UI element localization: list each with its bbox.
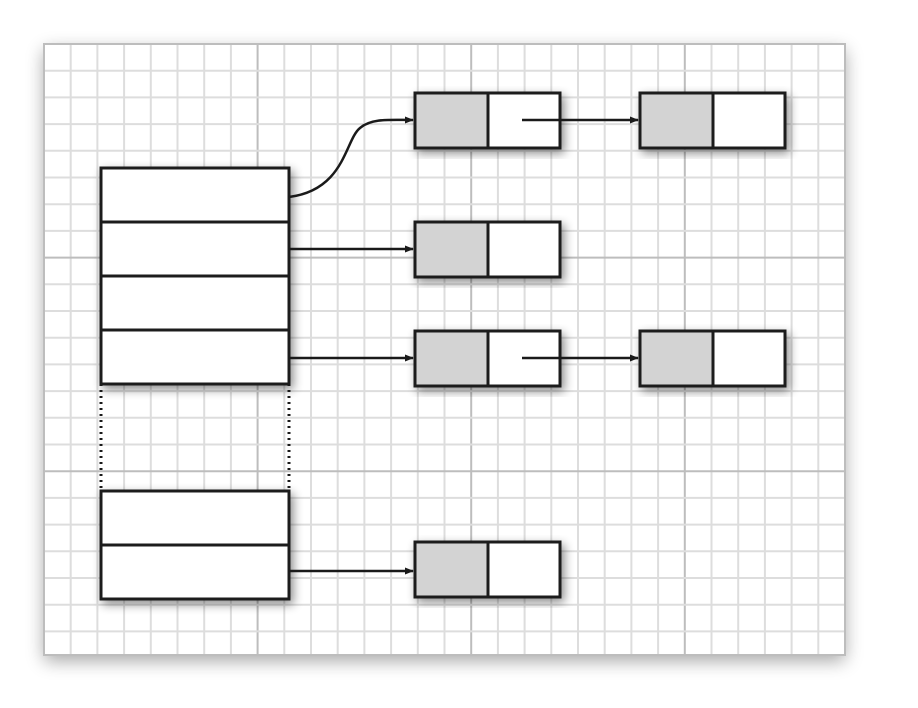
node-next-cell [711,329,787,388]
node-next-cell [486,220,562,279]
bucket-cell [99,328,291,386]
node-key-cell [413,220,490,279]
pointer-arrow [288,116,414,199]
node-key-cell [413,329,490,388]
list-node [413,91,562,150]
node-key-cell [638,91,715,150]
bucket-cell [99,220,291,278]
bucket-cell [99,543,291,601]
list-node [413,540,562,599]
bucket-group [99,166,291,386]
node-next-cell [486,540,562,599]
node-key-cell [413,91,490,150]
list-node [638,329,787,388]
diagram-shapes [99,91,787,601]
list-node [638,91,787,150]
node-key-cell [638,329,715,388]
bucket-cell [99,489,291,547]
node-next-cell [711,91,787,150]
bucket-cell [99,166,291,224]
bucket-group [99,489,291,601]
list-node [413,220,562,279]
bucket-cell [99,274,291,332]
node-key-cell [413,540,490,599]
grid-border [43,43,846,656]
